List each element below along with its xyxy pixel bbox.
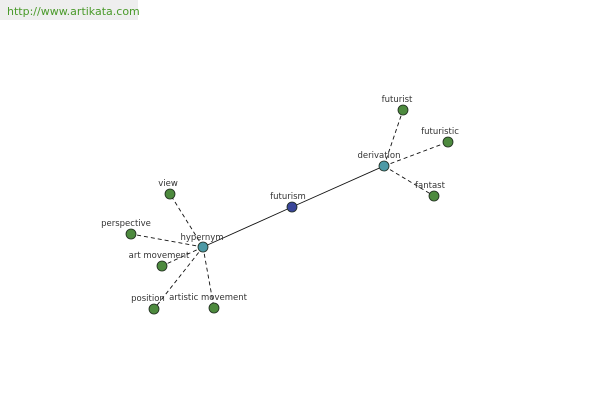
leaf-label-futurist: futurist	[382, 95, 413, 105]
site-banner: http://www.artikata.com	[0, 0, 140, 20]
relation-label-hypernym: hypernym	[180, 233, 223, 243]
leaf-node-perspective[interactable]	[125, 228, 137, 240]
leaf-label-art-movement: art movement	[129, 251, 190, 261]
relation-node-hypernym[interactable]	[197, 241, 209, 253]
edge-hypernym-position	[153, 246, 204, 310]
edge-futurism-hypernym	[202, 206, 293, 248]
leaf-node-artistic-movement[interactable]	[208, 302, 220, 314]
leaf-node-futurist[interactable]	[397, 104, 409, 116]
leaf-label-perspective: perspective	[101, 219, 151, 229]
leaf-node-fantast[interactable]	[428, 190, 440, 202]
edge-hypernym-artistic-movement	[202, 246, 215, 309]
relation-node-derivation[interactable]	[378, 160, 390, 172]
root-label-futurism: futurism	[270, 192, 306, 202]
root-node-futurism[interactable]	[286, 201, 298, 213]
edge-futurism-derivation	[291, 165, 385, 208]
edge-hypernym-view	[169, 193, 204, 248]
leaf-label-view: view	[158, 179, 178, 189]
leaf-label-futuristic: futuristic	[421, 127, 459, 137]
leaf-label-artistic-movement: artistic movement	[169, 293, 248, 303]
leaf-node-art-movement[interactable]	[156, 260, 168, 272]
edge-derivation-fantast	[383, 165, 435, 197]
nodes-layer	[125, 104, 454, 315]
edge-derivation-futurist	[383, 109, 404, 167]
relation-label-derivation: derivation	[357, 151, 400, 161]
leaf-label-position: position	[131, 294, 165, 304]
leaf-label-fantast: fantast	[415, 181, 446, 191]
edge-hypernym-perspective	[130, 233, 204, 248]
edge-derivation-futuristic	[383, 141, 449, 167]
leaf-node-position[interactable]	[148, 303, 160, 315]
leaf-node-view[interactable]	[164, 188, 176, 200]
edge-hypernym-art-movement	[161, 246, 204, 267]
site-link[interactable]: http://www.artikata.com	[7, 5, 140, 18]
leaf-node-futuristic[interactable]	[442, 136, 454, 148]
labels-layer: futurism derivation hypernym futurist futuri…	[101, 95, 459, 304]
edges-layer	[130, 109, 449, 310]
